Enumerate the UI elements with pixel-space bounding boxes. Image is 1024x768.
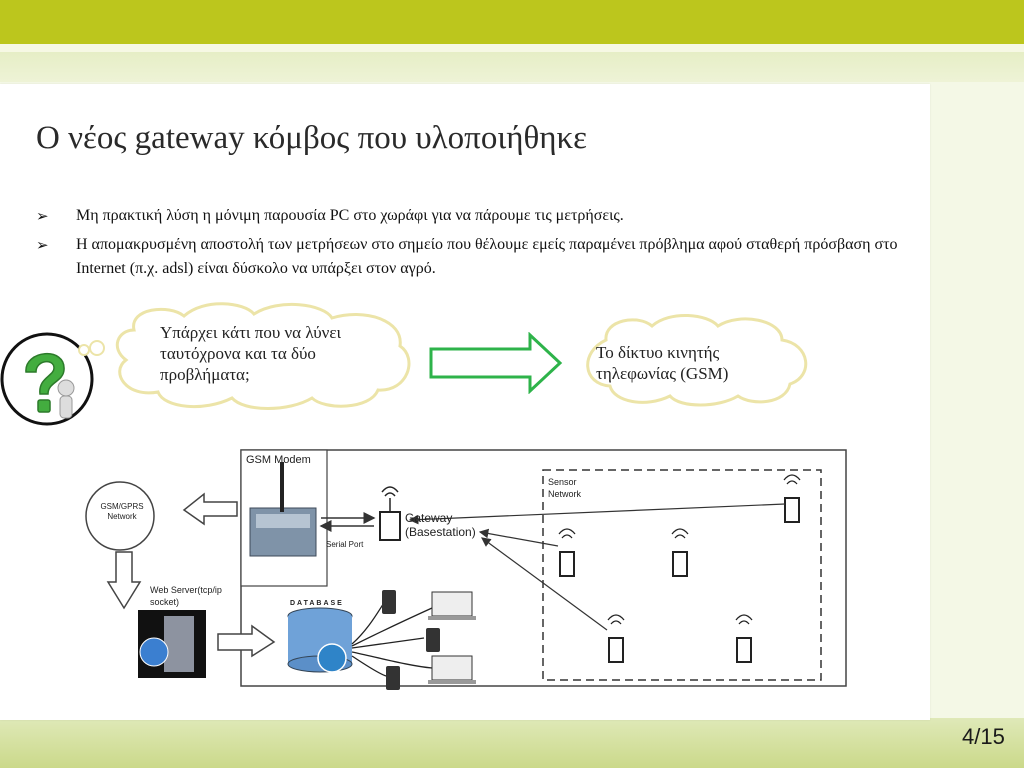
gateway-label: Gateway (Basestation) — [405, 511, 476, 539]
bullet-text: Η απομακρυσμένη αποστολή των μετρήσεων σ… — [76, 236, 898, 277]
question-mark-figure-icon — [0, 332, 94, 426]
top-band — [0, 0, 1024, 44]
serial-port-label: Serial Port — [326, 540, 364, 549]
bullet-list: ➢ Μη πρακτική λύση η μόνιμη παρουσία PC … — [36, 204, 916, 286]
green-right-arrow-icon — [429, 332, 563, 394]
cloud-answer-text: Το δίκτυο κινητής τηλεφωνίας (GSM) — [596, 343, 729, 383]
bullet-text: Μη πρακτική λύση η μόνιμη παρουσία PC στ… — [76, 207, 624, 224]
arrowhead-bullet-icon: ➢ — [36, 236, 49, 254]
bottom-band — [0, 718, 1024, 768]
database-label: DATABASE — [290, 600, 344, 607]
thought-cloud-question — [78, 302, 411, 410]
bullet-item: ➢ Μη πρακτική λύση η μόνιμη παρουσία PC … — [36, 204, 916, 228]
bullet-item: ➢ Η απομακρυσμένη αποστολή των μετρήσεων… — [36, 233, 916, 281]
web-server-label: Web Server(tcp/ip socket) — [150, 585, 222, 607]
arrowhead-bullet-icon: ➢ — [36, 207, 49, 225]
top-stripe-gradient — [0, 52, 1024, 82]
thought-cloud-answer — [586, 313, 808, 407]
gsm-network-label: GSM/GPRS Network — [100, 502, 144, 521]
slide-title: Ο νέος gateway κόμβος που υλοποιήθηκε — [36, 120, 588, 156]
page-number: 4/15 — [962, 724, 1005, 749]
sensor-network-label: Sensor Network — [548, 477, 582, 499]
top-stripe — [0, 44, 1024, 52]
cloud-question-text: Υπάρχει κάτι που να λύνει ταυτόχρονα και… — [160, 323, 342, 384]
gsm-modem-label: GSM Modem — [246, 454, 311, 466]
system-diagram — [85, 449, 847, 690]
